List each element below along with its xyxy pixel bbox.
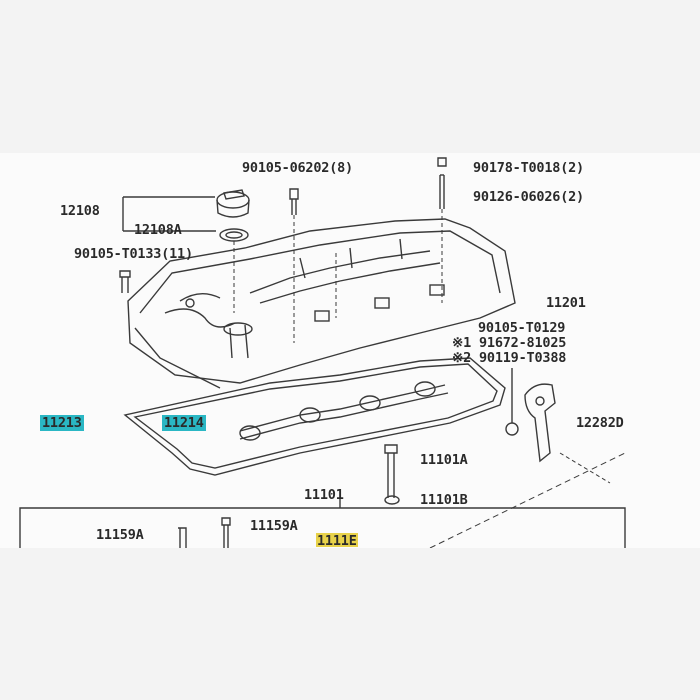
washer-drawing [384, 495, 400, 505]
label-90119-T0388: ※2 90119-T0388 [452, 350, 567, 366]
label-1111E: 1111E [316, 533, 358, 547]
cylinder-head-cover-drawing [127, 218, 516, 389]
label-90105-T0129: 90105-T0129 [478, 320, 566, 336]
label-11159A-right: 11159A [250, 518, 298, 534]
stud-drawing [437, 157, 447, 209]
label-11101: 11101 [304, 487, 344, 503]
label-90105-T0133: 90105-T0133(11) [74, 246, 193, 262]
label-12282D: 12282D [576, 415, 624, 431]
label-11101A: 11101A [420, 452, 468, 468]
screen-border-top [0, 0, 700, 153]
label-11101B: 11101B [420, 492, 468, 508]
bolt-drawing [289, 188, 299, 215]
label-90126-06026: 90126-06026(2) [473, 189, 584, 205]
head-cover-gasket-drawing [123, 357, 506, 476]
label-11213: 11213 [40, 415, 84, 431]
label-90105-06202: 90105-06202(8) [242, 160, 353, 176]
oil-filler-cap-drawing [216, 189, 250, 218]
exploded-parts-diagram [19, 157, 626, 548]
engine-hanger-drawing [524, 383, 556, 463]
label-11214: 11214 [162, 415, 206, 431]
label-12108: 12108 [60, 203, 100, 219]
plug-tube-gasket-drawing [239, 381, 449, 441]
filler-cap-gasket-drawing [219, 228, 249, 242]
grommet-drawing [505, 422, 519, 436]
label-11201: 11201 [546, 295, 586, 311]
small-bolt-drawing [119, 270, 131, 293]
label-90178-T0018: 90178-T0018(2) [473, 160, 584, 176]
label-11159A-left: 11159A [96, 527, 144, 543]
label-12108A: 12108A [134, 222, 182, 238]
head-bolt-drawing [384, 444, 398, 498]
label-91672-81025: ※1 91672-81025 [452, 335, 567, 351]
screen-border-bottom [0, 548, 700, 700]
